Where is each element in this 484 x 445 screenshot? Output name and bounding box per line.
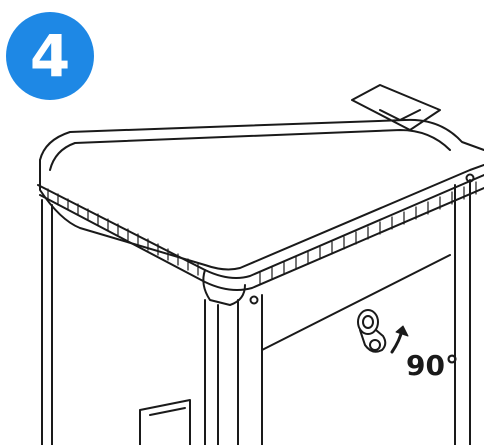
step-number-badge: 4 [6, 12, 94, 100]
rotation-angle-label: 90° [406, 349, 459, 382]
handle [139, 399, 191, 445]
screw-right [465, 173, 475, 183]
top-panel [39, 118, 484, 161]
screw-left [249, 295, 259, 305]
key-lock-icon [357, 309, 387, 353]
front-corner [202, 269, 246, 306]
top-vent [351, 84, 441, 131]
step-number: 4 [29, 22, 71, 90]
